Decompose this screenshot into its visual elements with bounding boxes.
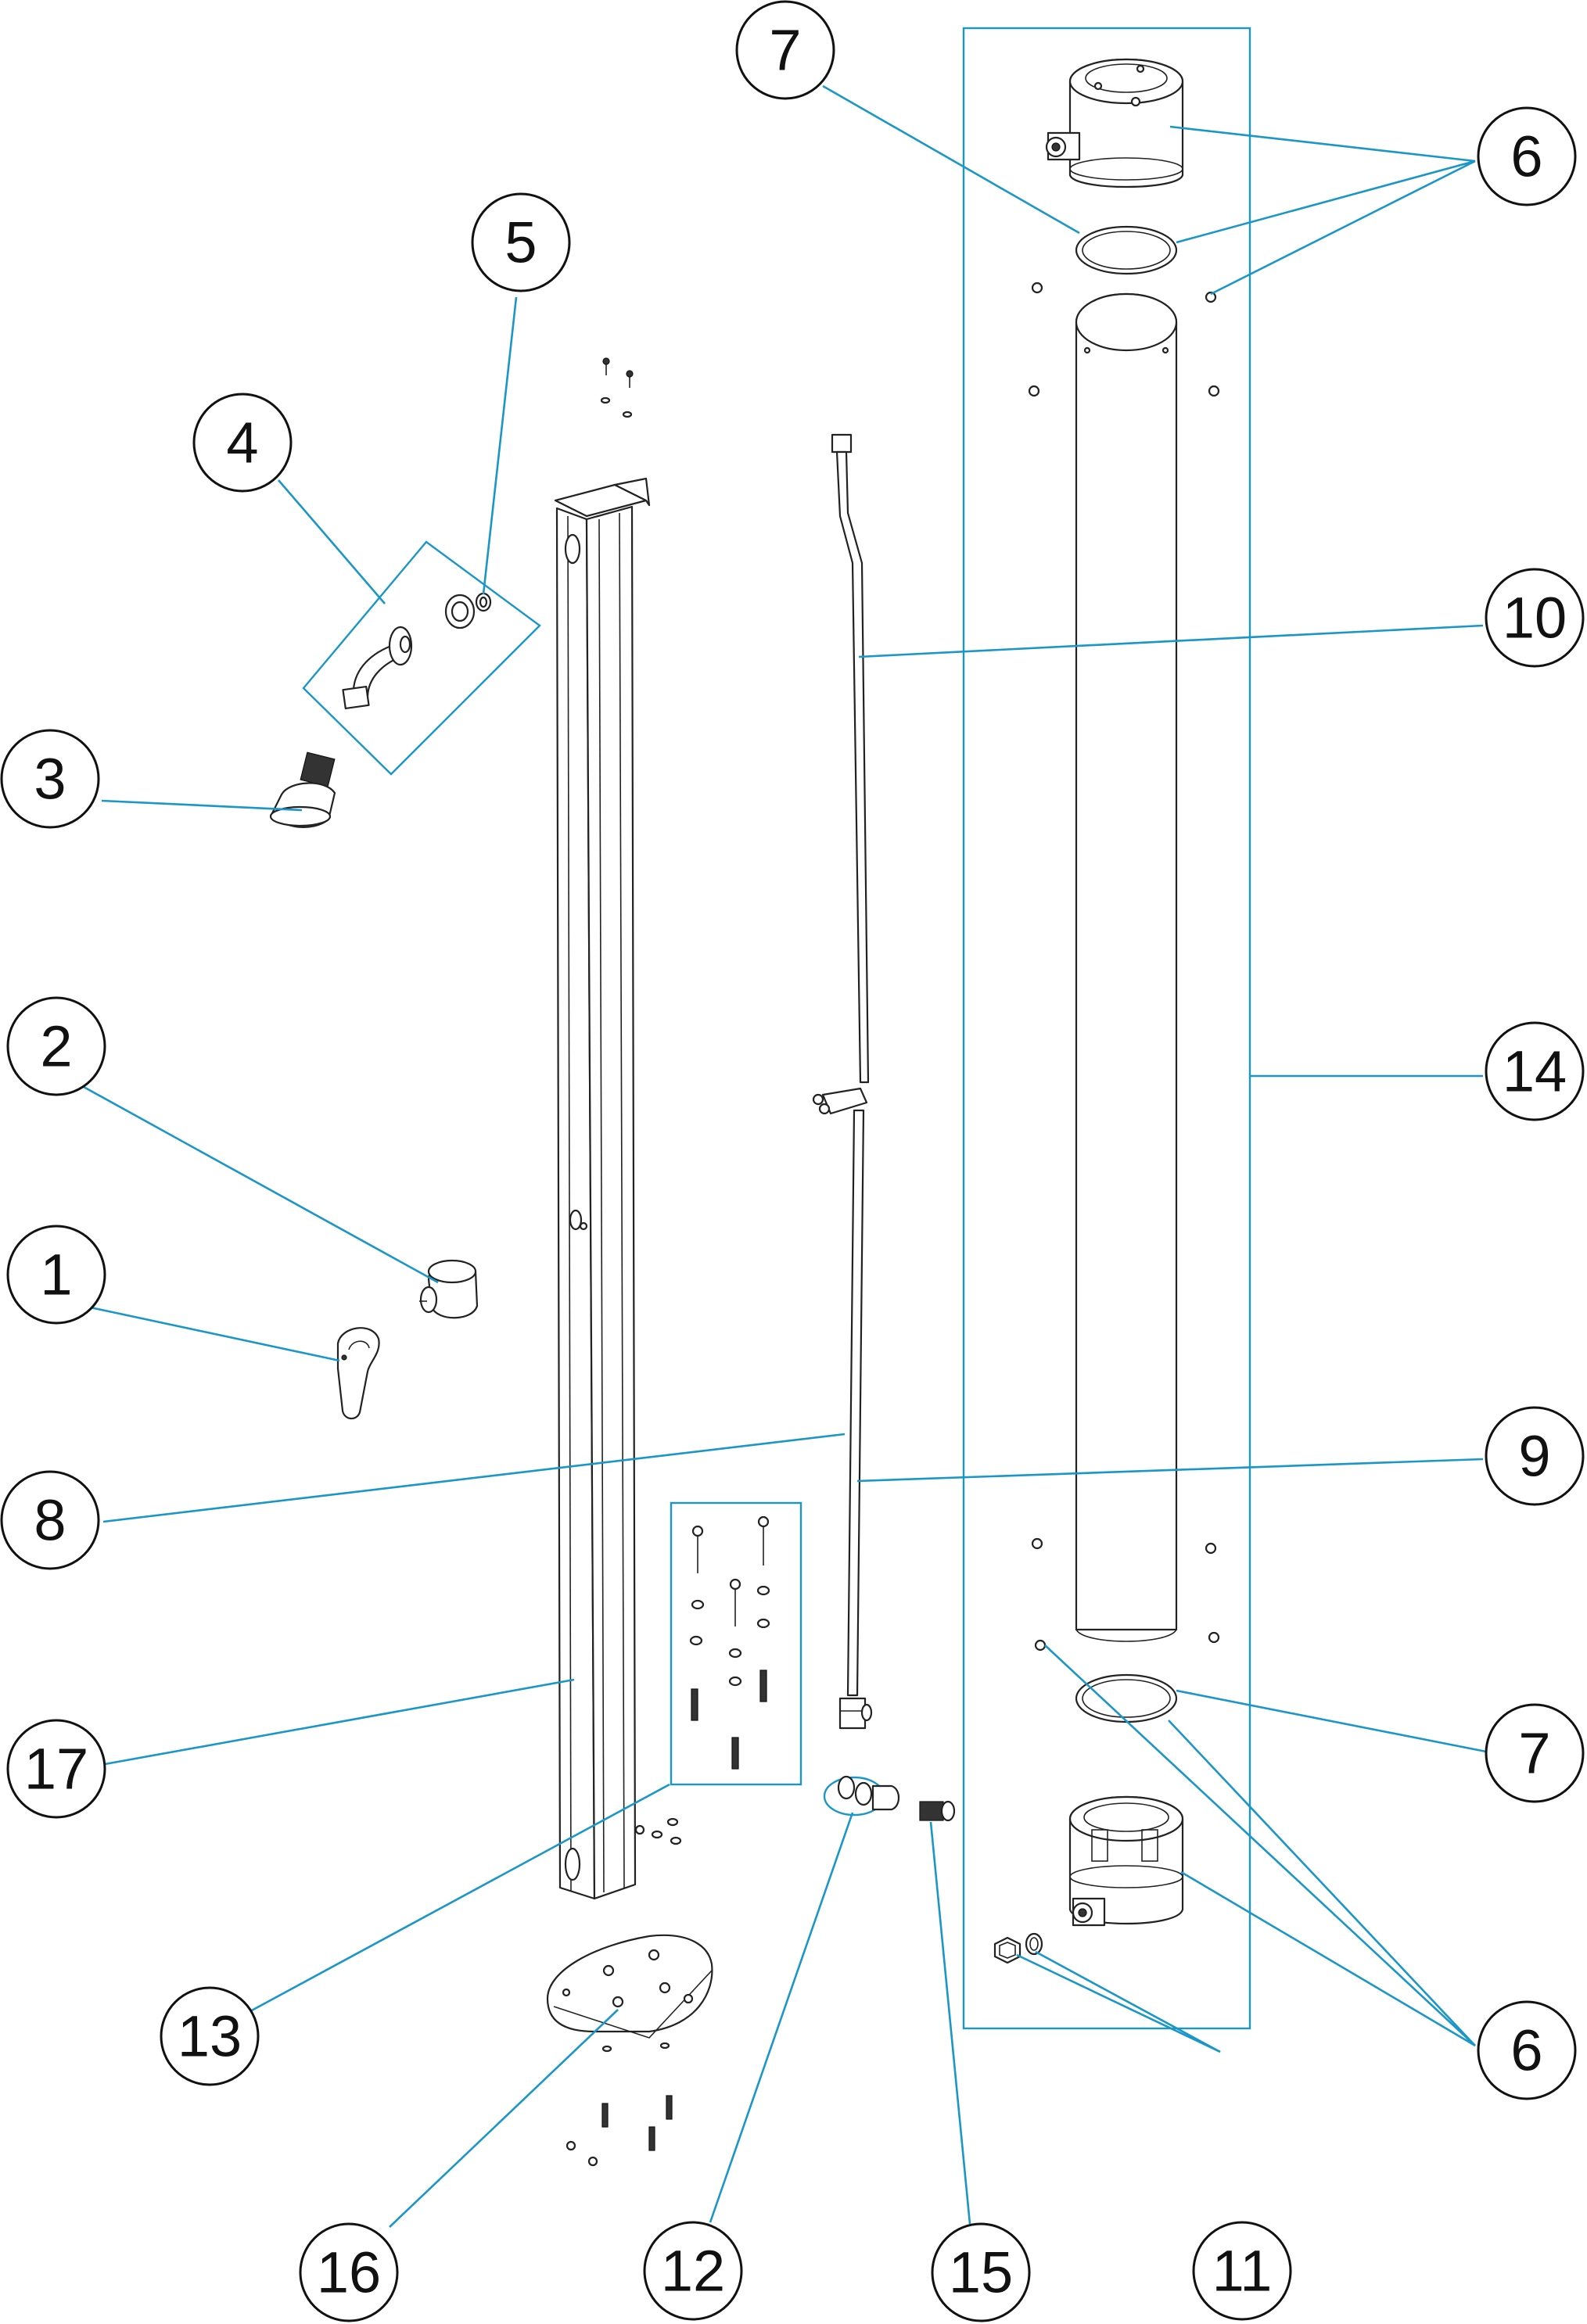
balloon-6-top-label: 6 xyxy=(1510,124,1542,189)
balloon-9-label: 9 xyxy=(1518,1424,1550,1489)
column-tube-part xyxy=(1075,292,1178,1642)
balloon-13-label: 13 xyxy=(178,2004,242,2069)
leader-1 xyxy=(60,1300,340,1362)
group-frames xyxy=(302,27,1251,2030)
handle-part xyxy=(336,1327,380,1420)
leader-8 xyxy=(102,1433,846,1523)
balloon-2: 2 xyxy=(6,996,106,1096)
balloon-12: 12 xyxy=(643,2221,743,2321)
column-top-screws xyxy=(600,357,634,418)
leader-7a xyxy=(822,84,1080,235)
balloon-9: 9 xyxy=(1485,1406,1585,1506)
balloon-17: 17 xyxy=(6,1719,106,1819)
leader-6b xyxy=(1176,160,1476,244)
upper-cap-part xyxy=(1045,58,1184,188)
lower-screws xyxy=(1031,1537,1220,1652)
leader-9 xyxy=(856,1458,1484,1483)
balloon-4-label: 4 xyxy=(226,411,258,475)
leader-2 xyxy=(60,1073,439,1284)
washer-nut-part xyxy=(444,592,492,629)
balloon-8-label: 8 xyxy=(34,1488,66,1553)
balloon-17-label: 17 xyxy=(24,1737,88,1802)
leader-11a xyxy=(1016,1953,1221,2053)
balloon-8: 8 xyxy=(0,1470,100,1570)
leader-6c xyxy=(1210,160,1476,296)
connector-washers-part xyxy=(837,1775,900,1811)
base-washers xyxy=(651,1817,682,1845)
balloon-1: 1 xyxy=(6,1225,106,1325)
balloon-3-label: 3 xyxy=(34,747,66,812)
leader-13 xyxy=(250,1783,670,2013)
lower-cap-part xyxy=(1068,1795,1184,1927)
balloon-7-top-label: 7 xyxy=(769,18,801,83)
column-assembly-frame xyxy=(962,27,1251,2030)
leader-4 xyxy=(278,479,386,604)
upper-screws xyxy=(1028,282,1220,397)
balloon-1-label: 1 xyxy=(40,1243,72,1307)
valve-cartridge-part xyxy=(419,1259,479,1319)
leader-17 xyxy=(104,1678,575,1766)
balloon-16-label: 16 xyxy=(317,2240,381,2305)
leader-15 xyxy=(929,1821,971,2225)
balloon-5: 5 xyxy=(471,192,571,292)
balloon-14: 14 xyxy=(1485,1021,1585,1121)
balloon-16: 16 xyxy=(299,2222,399,2322)
balloon-6-top: 6 xyxy=(1477,106,1577,206)
leader-6f xyxy=(1180,1870,1476,2047)
balloon-2-label: 2 xyxy=(40,1014,72,1079)
lower-oring-part xyxy=(1075,1673,1178,1723)
balloon-4: 4 xyxy=(192,393,293,493)
balloon-14-label: 14 xyxy=(1503,1039,1567,1104)
balloon-10-label: 10 xyxy=(1503,586,1567,651)
fastener-kit-part xyxy=(689,1515,770,1770)
balloon-10: 10 xyxy=(1485,568,1585,668)
leader-12 xyxy=(709,1812,854,2223)
column-profile-part xyxy=(554,477,651,1900)
leader-6a xyxy=(1169,125,1476,163)
balloon-7-bottom: 7 xyxy=(1485,1703,1585,1803)
base-plate-part xyxy=(546,1934,713,2167)
balloon-7-top: 7 xyxy=(735,0,835,100)
leader-5 xyxy=(482,296,518,595)
balloon-15-label: 15 xyxy=(949,2240,1013,2305)
balloon-13: 13 xyxy=(160,1986,260,2086)
shower-arm-part xyxy=(342,626,413,710)
leader-10 xyxy=(858,624,1484,658)
leader-11b xyxy=(1035,1950,1221,2053)
shower-arm-kit-frame xyxy=(302,540,541,776)
leader-6d xyxy=(1044,1644,1476,2046)
leader-6e xyxy=(1168,1720,1476,2046)
balloon-3: 3 xyxy=(0,729,100,829)
leader-3 xyxy=(101,799,303,812)
balloon-11: 11 xyxy=(1192,2221,1292,2321)
balloon-7-bottom-label: 7 xyxy=(1518,1721,1550,1786)
hose-part xyxy=(812,433,873,1730)
shower-head-part xyxy=(269,751,336,828)
balloon-11-label: 11 xyxy=(1212,2239,1273,2304)
fastener-kit-frame xyxy=(670,1501,802,1786)
balloon-5-label: 5 xyxy=(504,210,537,275)
upper-oring-part xyxy=(1075,225,1178,275)
balloon-6-bottom: 6 xyxy=(1477,2000,1577,2100)
balloon-12-label: 12 xyxy=(661,2239,725,2304)
leader-7b xyxy=(1176,1689,1487,1753)
leader-lines xyxy=(60,84,1487,2228)
plug-seal-part xyxy=(993,1932,1043,1964)
balloon-15: 15 xyxy=(931,2222,1031,2322)
leader-16 xyxy=(389,2009,619,2228)
coupling-part xyxy=(919,1800,956,1822)
balloon-6-bottom-label: 6 xyxy=(1510,2018,1542,2083)
